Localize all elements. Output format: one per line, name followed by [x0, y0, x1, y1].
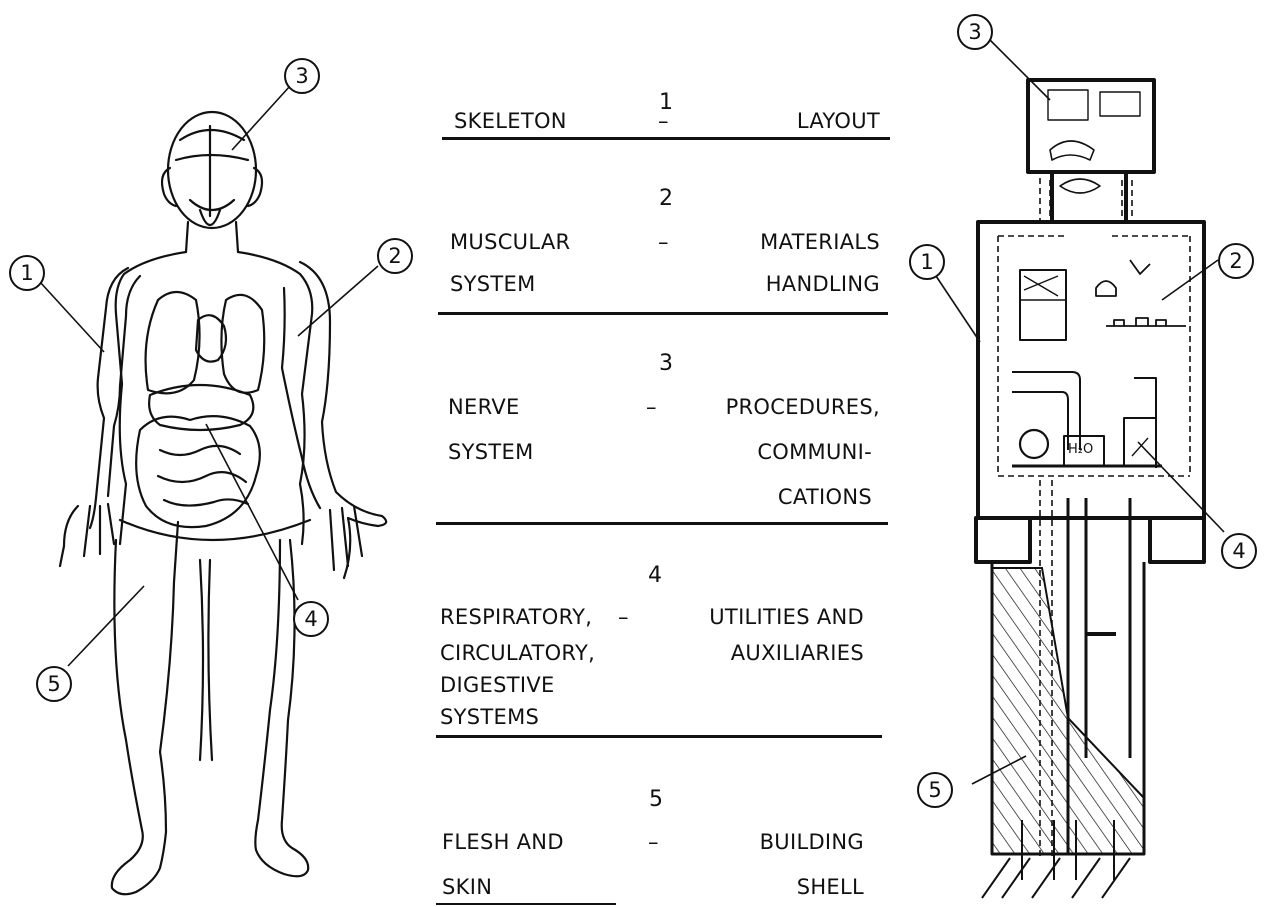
- row-2-dash: –: [658, 230, 669, 254]
- row-1-divider: [442, 137, 890, 140]
- human-callout-1: 1: [9, 255, 45, 291]
- building-callout-1: 1: [909, 244, 945, 280]
- row-4-dash: –: [618, 605, 629, 629]
- row-2-left-line-1: MUSCULAR: [450, 230, 570, 254]
- row-3-right-line-3: CATIONS: [778, 485, 872, 509]
- row-5-right-line-1: BUILDING: [760, 830, 864, 854]
- row-4-divider: [436, 735, 882, 738]
- row-5-left-line-2: SKIN: [442, 875, 492, 899]
- row-2-number: 2: [659, 186, 673, 211]
- row-3-right-line-2: COMMUNI-: [757, 440, 872, 464]
- row-5-number: 5: [649, 787, 663, 812]
- row-1-left-line-1: SKELETON: [454, 109, 567, 133]
- building-callout-3: 3: [957, 14, 993, 50]
- row-3-left-line-1: NERVE: [448, 395, 520, 419]
- human-callout-5: 5: [36, 666, 72, 702]
- row-4-number: 4: [648, 563, 662, 588]
- row-5-left-line-1: FLESH AND: [442, 830, 564, 854]
- row-3-right-line-1: PROCEDURES,: [726, 395, 880, 419]
- row-4-right-line-1: UTILITIES AND: [709, 605, 864, 629]
- row-4-left-line-1: RESPIRATORY,: [440, 605, 592, 629]
- row-4-left-line-4: SYSTEMS: [440, 705, 539, 729]
- row-4-right-line-2: AUXILIARIES: [731, 641, 864, 665]
- human-callout-2: 2: [377, 238, 413, 274]
- row-2-left-line-2: SYSTEM: [450, 272, 536, 296]
- row-2-right-line-1: MATERIALS: [760, 230, 880, 254]
- building-callout-2: 2: [1218, 243, 1254, 279]
- row-5-right-line-2: SHELL: [797, 875, 864, 899]
- building-callout-5: 5: [917, 772, 953, 808]
- row-2-right-line-2: HANDLING: [766, 272, 880, 296]
- human-callout-3: 3: [284, 58, 320, 94]
- row-1-right-line-1: LAYOUT: [797, 109, 880, 133]
- row-3-number: 3: [659, 351, 673, 376]
- row-4-left-line-2: CIRCULATORY,: [440, 641, 595, 665]
- human-callout-4: 4: [293, 601, 329, 637]
- row-3-divider: [436, 522, 888, 525]
- row-4-left-line-3: DIGESTIVE: [440, 673, 555, 697]
- row-2-divider: [438, 312, 888, 315]
- row-5-divider: [436, 903, 616, 905]
- row-1-dash: –: [658, 109, 669, 133]
- row-3-dash: –: [646, 395, 657, 419]
- water-tank-label: H₂O: [1068, 442, 1093, 457]
- human-anatomy-figure: [0, 0, 420, 907]
- building-callout-4: 4: [1221, 533, 1257, 569]
- row-3-left-line-2: SYSTEM: [448, 440, 534, 464]
- row-5-dash: –: [648, 830, 659, 854]
